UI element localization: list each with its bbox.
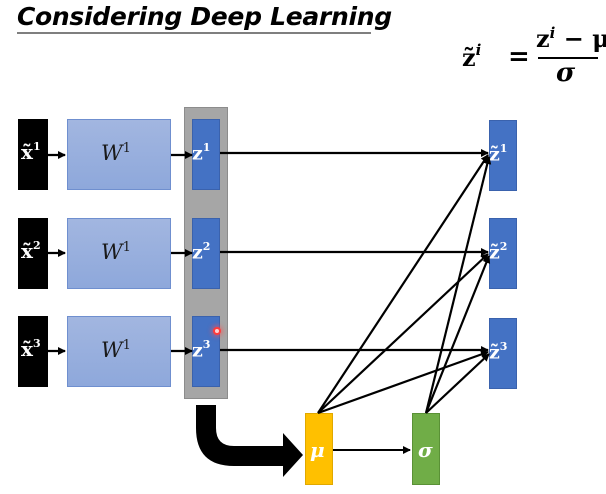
z2-box: z2 bbox=[192, 218, 220, 289]
z3-label: z3 bbox=[192, 338, 211, 362]
arrow-sigma-to-zt2 bbox=[424, 255, 491, 414]
weight-w1-box-row1: W1 bbox=[67, 119, 171, 190]
slide-title: Considering Deep Learning bbox=[17, 2, 392, 31]
formula-equals: = bbox=[508, 42, 530, 72]
z2-label: z2 bbox=[192, 240, 211, 264]
weight-w1-box-row3: W1 bbox=[67, 316, 171, 387]
formula-denominator: σ bbox=[556, 58, 576, 88]
input-x1-label: x̃1 bbox=[21, 140, 41, 164]
formula-lhs: z̃i bbox=[462, 41, 482, 72]
mu-label: μ bbox=[310, 438, 325, 462]
z-tilde2-label: z̃2 bbox=[489, 240, 508, 264]
arrow-sigma-to-zt1 bbox=[424, 156, 492, 414]
weight-w1-box-row2: W1 bbox=[67, 218, 171, 289]
z1-label: z1 bbox=[192, 141, 211, 165]
big-curved-arrow bbox=[196, 405, 303, 477]
z-tilde2-box: z̃2 bbox=[489, 218, 517, 289]
input-x2-label: x̃2 bbox=[21, 239, 41, 263]
z-tilde1-box: z̃1 bbox=[489, 120, 517, 191]
formula-fraction-bar bbox=[538, 57, 598, 59]
arrow-mu-to-zt1 bbox=[317, 154, 489, 414]
z-tilde1-label: z̃1 bbox=[489, 142, 508, 166]
normalization-formula: z̃i = zi − μ σ bbox=[460, 24, 606, 88]
weight-label: W1 bbox=[101, 141, 131, 165]
mean-mu-box: μ bbox=[305, 413, 333, 485]
formula-numerator: zi − μ bbox=[536, 24, 606, 53]
input-x3-label: x̃3 bbox=[21, 337, 41, 361]
weight-label: W1 bbox=[101, 338, 131, 362]
weight-label: W1 bbox=[101, 240, 131, 264]
z-tilde3-box: z̃3 bbox=[489, 318, 517, 389]
input-x3-box: x̃3 bbox=[18, 316, 48, 387]
arrow-sigma-to-zt3 bbox=[425, 353, 490, 414]
arrow-mu-to-zt3 bbox=[317, 350, 489, 415]
title-underline bbox=[17, 32, 371, 34]
arrow-mu-to-zt2 bbox=[317, 253, 489, 414]
std-sigma-box: σ bbox=[412, 413, 440, 485]
input-x1-box: x̃1 bbox=[18, 119, 48, 190]
z-tilde3-label: z̃3 bbox=[489, 340, 508, 364]
input-x2-box: x̃2 bbox=[18, 218, 48, 289]
mouse-cursor-indicator bbox=[213, 327, 221, 335]
sigma-label: σ bbox=[418, 438, 433, 462]
